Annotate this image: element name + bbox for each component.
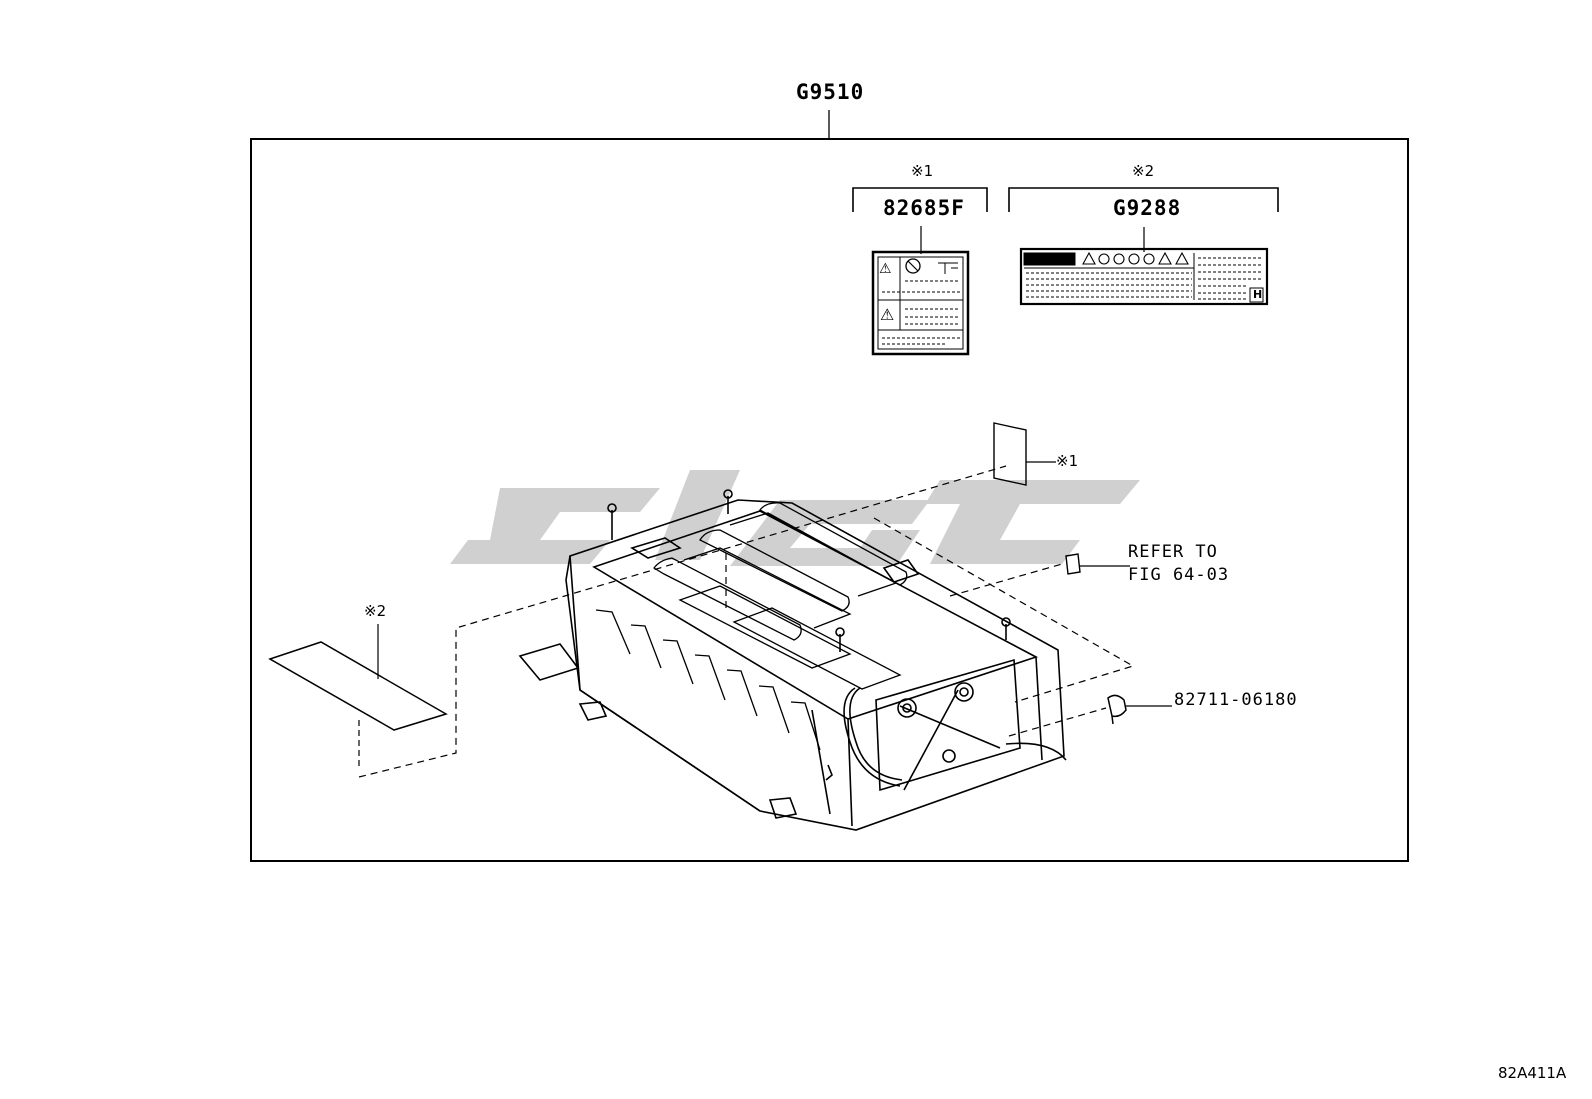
watermark-logo xyxy=(450,470,1140,566)
refer-to-line-1[interactable]: REFER TO xyxy=(1128,542,1218,562)
assembly-frame xyxy=(250,110,1409,862)
clip-illustration xyxy=(1107,694,1172,725)
refer-to-line-2[interactable]: FIG 64-03 xyxy=(1128,565,1230,585)
clip-part-number[interactable]: 82711-06180 xyxy=(1174,690,1298,710)
sticker-2-note-mark: ※2 xyxy=(364,602,387,620)
label-82685F-illustration xyxy=(871,250,970,356)
label-2-part-number[interactable]: G9288 xyxy=(1113,196,1182,220)
label-2-note-mark: ※2 xyxy=(1132,162,1155,180)
label-G9288-illustration xyxy=(1019,247,1269,306)
refer-bracket-illustration xyxy=(1065,553,1130,575)
sticker-1-note-mark: ※1 xyxy=(1056,452,1079,470)
placement-dashes xyxy=(358,465,1135,778)
label-1-high-voltage-icon: ⚠ xyxy=(880,305,895,324)
label-1-warning-icon: ⚠ xyxy=(879,261,892,277)
assembly-part-number[interactable]: G9510 xyxy=(796,80,865,104)
sticker-note-1 xyxy=(993,422,1056,486)
label-2-h-tag: H xyxy=(1253,288,1263,301)
label-brackets xyxy=(852,187,1279,254)
label-1-part-number[interactable]: 82685F xyxy=(883,196,965,220)
label-1-note-mark: ※1 xyxy=(911,162,934,180)
illustration-code: 82A411A xyxy=(1498,1064,1567,1082)
battery-assembly-illustration xyxy=(518,489,1067,831)
sticker-note-2 xyxy=(268,624,448,770)
